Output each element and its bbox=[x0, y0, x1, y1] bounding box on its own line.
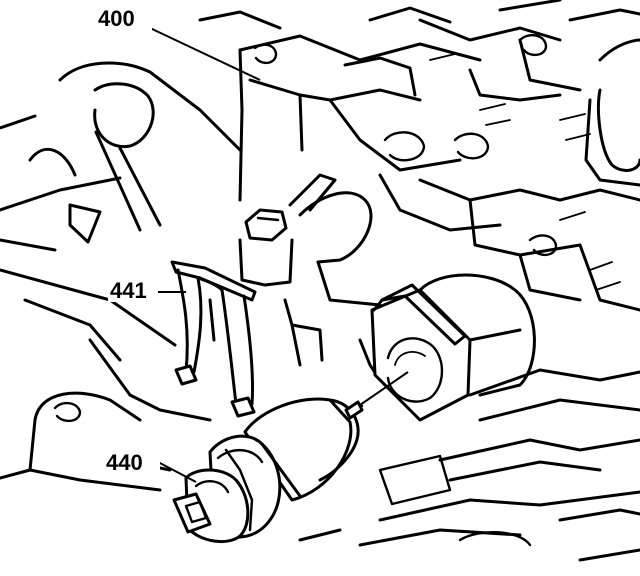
callout-leaders bbox=[149, 27, 409, 483]
case-extension bbox=[298, 368, 640, 562]
speed-sensor bbox=[172, 397, 364, 544]
callout-labels: 400 441 440 bbox=[96, 4, 160, 475]
sensor-bore-housing bbox=[370, 273, 536, 422]
retainer-clip bbox=[170, 260, 257, 418]
leader-400 bbox=[149, 27, 261, 81]
leader-bore bbox=[359, 371, 409, 406]
callout-441: 441 bbox=[110, 278, 147, 303]
valve-body bbox=[198, 0, 640, 312]
callout-440: 440 bbox=[106, 450, 143, 475]
callout-400: 400 bbox=[98, 6, 135, 31]
sensor-boss bbox=[283, 173, 382, 382]
mounting-bolt bbox=[238, 208, 294, 287]
leader-440 bbox=[157, 461, 197, 483]
